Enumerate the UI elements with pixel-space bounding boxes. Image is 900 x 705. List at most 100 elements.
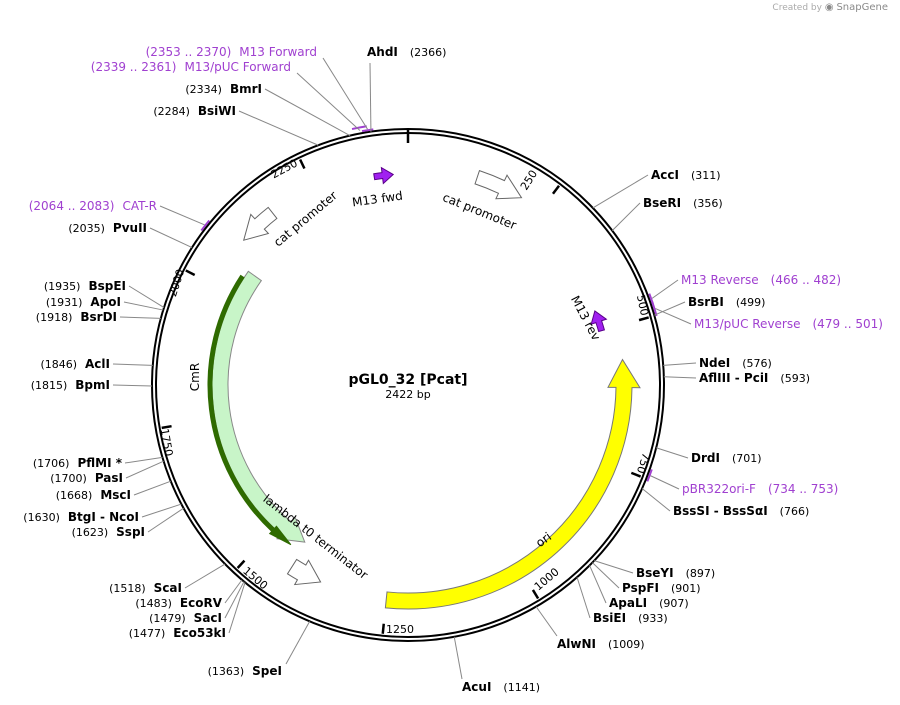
enzyme-position: (1706) xyxy=(33,457,70,470)
enzyme-position: (1815) xyxy=(31,379,68,392)
enzyme-position: (901) xyxy=(671,582,701,595)
enzyme-name: Eco53kI xyxy=(173,626,226,640)
enzyme-position: (1918) xyxy=(36,311,73,324)
enzyme-position: (2366) xyxy=(410,46,447,59)
primer-position: (2064 .. 2083) xyxy=(29,199,115,213)
enzyme-name: AhdI xyxy=(367,45,398,59)
enzyme-name: MscI xyxy=(100,488,131,502)
plasmid-name: pGL0_32 [Pcat] xyxy=(348,372,467,388)
tick-mark-1000 xyxy=(531,589,540,600)
enzyme-label-apoi: ApoI (1931) xyxy=(46,295,121,309)
enzyme-label-sspi: SspI(1623) xyxy=(72,525,145,539)
tick-label-500: 500 xyxy=(634,294,651,317)
primer-site-m13-puc-forward xyxy=(351,125,367,131)
enzyme-name: DrdI xyxy=(691,451,720,465)
enzyme-position: (1518) xyxy=(109,582,146,595)
tick-label-750: 750 xyxy=(634,451,653,475)
m13-fwd-site-arrow xyxy=(373,166,395,185)
enzyme-leader-bspei xyxy=(128,285,165,308)
enzyme-leader-pflmi xyxy=(124,456,163,464)
enzyme-name: AcuI xyxy=(462,680,491,694)
enzyme-label-pvuii: PvuII (2035) xyxy=(68,221,147,235)
primer-site-pbr322ori-f xyxy=(646,469,653,482)
primer-name: M13 Reverse xyxy=(681,273,759,287)
primer-label-m13-forward: M13 Forward(2353 .. 2370) xyxy=(146,45,317,59)
primer-label-pbr322ori-f: pBR322ori-F(734 .. 753) xyxy=(682,482,838,496)
enzyme-label-pspfi: PspFI(901) xyxy=(622,581,701,595)
feature-label-cmr: CmR xyxy=(188,363,202,391)
enzyme-name: BseRI xyxy=(643,196,681,210)
enzyme-label-msci: MscI(1668) xyxy=(56,488,131,502)
enzyme-position: (1141) xyxy=(503,681,540,694)
enzyme-label-ecorv: EcoRV(1483) xyxy=(135,596,222,610)
enzyme-leader-bsssi-bsss-i xyxy=(641,488,671,512)
lambda-t0-terminator-arrow xyxy=(286,558,322,586)
enzyme-name: BmrI xyxy=(230,82,262,96)
enzyme-position: (1479) xyxy=(149,612,186,625)
primer-position: (2353 .. 2370) xyxy=(146,45,232,59)
enzyme-position: (1009) xyxy=(608,638,645,651)
enzyme-name: ApaLI xyxy=(609,596,647,610)
enzyme-leader-acui xyxy=(453,636,463,680)
enzyme-label-bsrdi: BsrDI(1918) xyxy=(36,310,117,324)
enzyme-leader-saci xyxy=(224,581,245,619)
enzyme-leader-eco53ki xyxy=(228,582,246,634)
tick-mark-2250 xyxy=(298,158,306,170)
enzyme-label-bsrbi: BsrBI(499) xyxy=(688,295,765,309)
enzyme-leader-drdi xyxy=(656,447,689,459)
tick-mark-500 xyxy=(638,316,650,322)
enzyme-leader-bsrdi xyxy=(119,316,161,319)
enzyme-name: AlwNI xyxy=(557,637,596,651)
enzyme-leader-bseyi xyxy=(594,560,634,574)
enzyme-label-acli: AclI(1846) xyxy=(40,357,110,371)
enzyme-name: PasI xyxy=(95,471,123,485)
m13-rev-site-arrow xyxy=(590,310,608,333)
enzyme-leader-afliii-pcii xyxy=(663,376,697,379)
enzyme-name: BsiEI xyxy=(593,611,626,625)
enzyme-position: (1363) xyxy=(208,665,245,678)
primer-leader-m13-puc-reverse xyxy=(655,308,692,325)
enzyme-name: NdeI xyxy=(699,356,730,370)
enzyme-leader-alwni xyxy=(535,606,558,637)
enzyme-name: AflIII - PciI xyxy=(699,371,768,385)
primer-name: M13/pUC Reverse xyxy=(694,317,801,331)
ori-feature-arrow xyxy=(384,358,641,610)
enzyme-position: (2035) xyxy=(68,222,105,235)
cat-promoter-right-arrow xyxy=(474,169,523,200)
enzyme-name: PvuII xyxy=(113,221,147,235)
enzyme-position: (2334) xyxy=(185,83,222,96)
enzyme-name: ScaI xyxy=(154,581,182,595)
enzyme-label-ndei: NdeI (576) xyxy=(699,356,772,370)
enzyme-position: (1623) xyxy=(72,526,109,539)
enzyme-position: (1630) xyxy=(23,511,60,524)
enzyme-leader-acli xyxy=(112,363,153,366)
enzyme-label-bsssi-bsss-i: BssSI - BssSαI(766) xyxy=(673,504,809,518)
enzyme-label-scai: ScaI (1518) xyxy=(109,581,182,595)
snapgene-logo-icon: ◉ xyxy=(824,2,834,13)
enzyme-position: (1483) xyxy=(135,597,172,610)
enzyme-position: (576) xyxy=(742,357,772,370)
enzyme-label-bmri: BmrI (2334) xyxy=(185,82,262,96)
enzyme-position: (701) xyxy=(732,452,762,465)
tick-label-250: 250 xyxy=(518,168,540,193)
tick-mark-1250 xyxy=(381,623,386,634)
enzyme-label-spei: SpeI(1363) xyxy=(208,664,282,678)
enzyme-leader-bsiei xyxy=(576,577,591,619)
enzyme-position: (897) xyxy=(686,567,716,580)
enzyme-label-apali: ApaLI(907) xyxy=(609,596,689,610)
enzyme-name: ApoI xyxy=(90,295,121,309)
enzyme-leader-bsrbi xyxy=(654,301,686,316)
enzyme-position: (1846) xyxy=(40,358,77,371)
enzyme-name: AccI xyxy=(651,168,679,182)
enzyme-position: (499) xyxy=(736,296,766,309)
enzyme-position: (1931) xyxy=(46,296,83,309)
enzyme-label-eco53ki: Eco53kI(1477) xyxy=(129,626,226,640)
enzyme-leader-scai xyxy=(184,563,226,589)
enzyme-position: (933) xyxy=(638,612,668,625)
enzyme-leader-spei xyxy=(285,621,311,665)
enzyme-name: BspEI xyxy=(88,279,126,293)
primer-label-m13-puc-forward: M13/pUC Forward(2339 .. 2361) xyxy=(91,60,291,74)
primer-site-m13-forward xyxy=(361,128,374,133)
enzyme-label-ahdi: AhdI (2366) xyxy=(367,45,446,59)
enzyme-label-bspei: BspEI(1935) xyxy=(44,279,126,293)
